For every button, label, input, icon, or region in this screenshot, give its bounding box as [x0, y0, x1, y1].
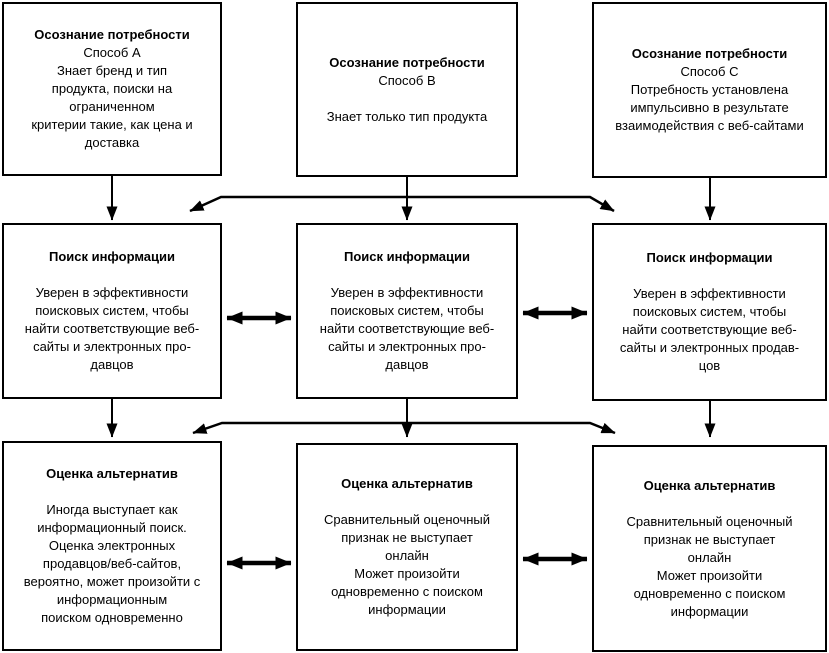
- spread-connector-need-to-search: [189, 195, 615, 213]
- box-body: Способ В Знает только тип продукта: [326, 72, 488, 124]
- box-body: Уверен в эффективности поисковых систем,…: [619, 286, 800, 373]
- box-title: Осознание потребности: [34, 27, 190, 42]
- box-body: Уверен в эффективности поисковых систем,…: [319, 285, 495, 372]
- box-title: Оценка альтернатив: [341, 476, 473, 491]
- box-title: Оценка альтернатив: [46, 466, 178, 481]
- spread-connector-search-to-evaluation: [192, 421, 616, 435]
- box-information-search-c: Поиск информации Уверен в эффективности …: [592, 223, 827, 401]
- box-alternative-evaluation-b: Оценка альтернатив Сравнительный оценочн…: [296, 443, 518, 651]
- box-title: Поиск информации: [343, 249, 471, 264]
- box-body: Сравнительный оценочный признак не высту…: [324, 512, 490, 617]
- box-title: Осознание потребности: [631, 46, 788, 61]
- box-body: Способ А Знает бренд и тип продукта, пои…: [31, 45, 193, 150]
- box-need-recognition-a: Осознание потребности Способ А Знает бре…: [2, 2, 222, 176]
- box-title: Оценка альтернатив: [643, 477, 776, 493]
- box-title: Поиск информации: [646, 250, 773, 265]
- box-alternative-evaluation-c: Оценка альтернатив Сравнительный оценочн…: [592, 445, 827, 652]
- box-body: Способ С Потребность установлена импульс…: [615, 64, 804, 133]
- box-information-search-b: Поиск информации Уверен в эффективности …: [296, 223, 518, 399]
- box-information-search-a: Поиск информации Уверен в эффективности …: [2, 223, 222, 399]
- box-need-recognition-b: Осознание потребности Способ В Знает тол…: [296, 2, 518, 177]
- box-body: Уверен в эффективности поисковых систем,…: [24, 285, 200, 372]
- box-alternative-evaluation-a: Оценка альтернатив Иногда выступает как …: [2, 441, 222, 651]
- box-body: Сравнительный оценочный признак не высту…: [626, 513, 793, 619]
- box-title: Осознание потребности: [329, 54, 485, 70]
- box-body: Иногда выступает как информационный поис…: [23, 502, 201, 625]
- box-title: Поиск информации: [48, 249, 176, 264]
- box-need-recognition-c: Осознание потребности Способ С Потребнос…: [592, 2, 827, 178]
